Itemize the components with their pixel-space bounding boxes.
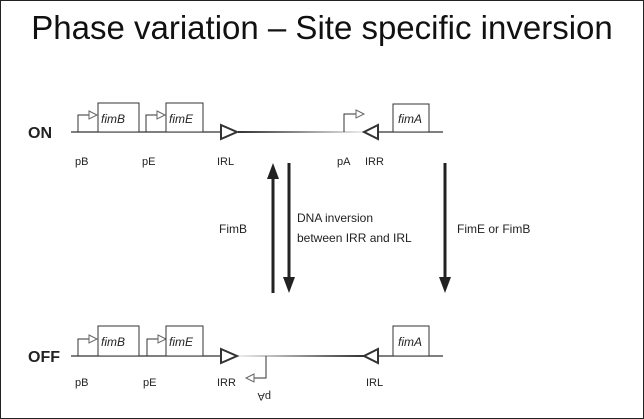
transition-arrows: FimB DNA inversion between IRR and IRL F… — [219, 163, 530, 293]
gene-box-fimA — [392, 325, 430, 357]
off-row: OFF fimB fimE fimA pB pE IRR IRL pA — [28, 325, 443, 402]
promoter-pE — [146, 334, 168, 356]
gene-box-fimB — [97, 102, 140, 133]
gene-fimB: fimB — [101, 335, 125, 349]
label-IRR: IRR — [217, 377, 236, 389]
invertible-element — [238, 355, 364, 357]
irl-triangle — [220, 123, 240, 141]
slide-title: Phase variation – Site specific inversio… — [31, 9, 613, 46]
label-IRL: IRL — [217, 156, 234, 168]
irr-triangle — [220, 347, 240, 365]
promoter-pA — [343, 109, 366, 132]
inversion-label-2: between IRR and IRL — [297, 231, 412, 245]
gene-box-fimA — [392, 103, 430, 133]
label-pA-inverted: pA — [257, 390, 271, 402]
irl-triangle — [361, 347, 379, 365]
label-pB: pB — [75, 156, 88, 168]
gene-fimE: fimE — [169, 112, 194, 126]
on-label: ON — [28, 125, 52, 142]
fimb-label: FimB — [219, 222, 247, 236]
promoter-pB — [77, 334, 99, 356]
label-pE: pE — [143, 377, 156, 389]
label-pA: pA — [337, 156, 351, 168]
irr-triangle — [361, 123, 379, 141]
gene-fimE: fimE — [169, 335, 194, 349]
label-pB: pB — [75, 377, 88, 389]
gene-box-fimB — [97, 325, 140, 357]
gene-fimB: fimB — [101, 112, 125, 126]
inversion-label: DNA inversion — [297, 211, 373, 225]
up-arrow-icon — [267, 163, 279, 179]
down-arrow-icon — [283, 277, 295, 293]
label-pE: pE — [142, 156, 155, 168]
gene-box-fimE — [165, 102, 204, 133]
promoter-pA-inverted — [244, 356, 267, 383]
promoter-pB — [77, 110, 99, 132]
label-IRL: IRL — [366, 377, 383, 389]
promoter-pE — [145, 110, 167, 132]
invertible-element — [238, 131, 364, 133]
fime-or-fimb-label: FimE or FimB — [457, 222, 530, 236]
down-arrow-icon — [439, 277, 451, 293]
on-row: ON fimB fimE fimA pB pE IRL pA IRR — [28, 102, 443, 168]
label-IRR: IRR — [365, 156, 384, 168]
gene-fimA: fimA — [398, 112, 422, 126]
off-label: OFF — [28, 349, 60, 366]
gene-fimA: fimA — [398, 335, 422, 349]
gene-box-fimE — [165, 325, 204, 357]
